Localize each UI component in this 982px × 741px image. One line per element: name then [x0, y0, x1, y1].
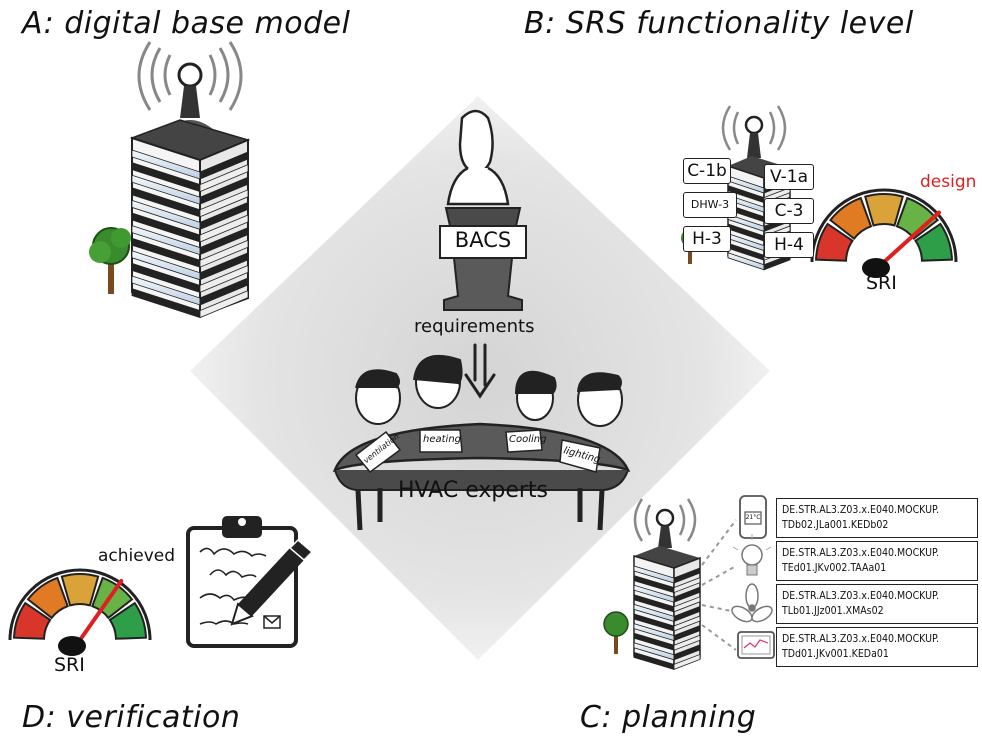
window-band [199, 252, 249, 281]
gauge-segment [895, 196, 939, 241]
tag-v-1a: V-1a [764, 164, 814, 190]
window-band [673, 615, 701, 632]
gauge-segment [914, 222, 953, 262]
gauge-achieved-label: SRI [54, 654, 85, 676]
device-id-line2: TLb01.JJz001.XMAs02 [782, 605, 884, 617]
requirements-label: requirements [414, 316, 535, 337]
window-band [199, 164, 249, 193]
gauge-achieved [8, 568, 152, 656]
expert-heads [355, 355, 623, 427]
window-band [673, 605, 701, 622]
gauge-design [810, 188, 958, 278]
window-band [199, 239, 249, 268]
card-cooling: Cooling [509, 434, 547, 445]
card-heating: heating [423, 434, 462, 445]
window-band [673, 634, 701, 651]
tag-dhw-3: DHW-3 [683, 192, 737, 218]
tag-c-3: C-3 [764, 198, 814, 224]
window-band [199, 176, 249, 205]
device-id-box-2: DE.STR.AL3.Z03.x.E040.MOCKUP. TEd01.JKv0… [776, 541, 978, 581]
thermostat-icon [739, 495, 767, 539]
tree-c [603, 611, 629, 654]
device-id-line2: TDd01.JKv001.KEDa01 [782, 648, 889, 660]
gauge-design-marker: design [920, 172, 977, 192]
window-band [673, 586, 701, 603]
device-id-box-1: DE.STR.AL3.Z03.x.E040.MOCKUP. TDb02.JLa0… [776, 498, 978, 538]
thermostat-display: 21°C [745, 514, 761, 521]
hvac-experts-group [332, 355, 631, 531]
center-diamond [190, 96, 770, 660]
tree-a [89, 227, 131, 294]
device-id-box-4: DE.STR.AL3.Z03.x.E040.MOCKUP. TDd01.JKv0… [776, 627, 978, 667]
device-id-line1: DE.STR.AL3.Z03.x.E040.MOCKUP. [782, 504, 940, 516]
building-a-floors [131, 149, 249, 319]
device-id-line2: TEd01.JKv002.TAAa01 [782, 562, 887, 574]
window-band [673, 596, 701, 613]
gauge-hub [58, 636, 86, 656]
window-band [199, 290, 249, 319]
pen-icon [230, 538, 314, 626]
device-id-line1: DE.STR.AL3.Z03.x.E040.MOCKUP. [782, 633, 940, 645]
panel-d-title: D: verification [22, 700, 241, 735]
device-id-line1: DE.STR.AL3.Z03.x.E040.MOCKUP. [782, 547, 940, 559]
gauge-segment [829, 196, 873, 241]
window-band [763, 254, 791, 271]
window-band [673, 577, 701, 594]
tag-h-3: H-3 [683, 226, 731, 252]
window-band [673, 625, 701, 642]
device-id-line1: DE.STR.AL3.Z03.x.E040.MOCKUP. [782, 590, 940, 602]
fan-icon [731, 583, 773, 623]
gauge-needle [78, 579, 124, 642]
window-band [199, 201, 249, 230]
speaker-podium [439, 109, 527, 399]
gauge-segment [13, 601, 52, 640]
gauge-achieved-marker: achieved [98, 546, 176, 566]
table-cards [354, 429, 601, 474]
window-band [673, 644, 701, 661]
tag-h-4: H-4 [764, 232, 814, 258]
window-band [199, 264, 249, 293]
panel-b-title: B: SRS functionality level [524, 6, 914, 41]
panel-c-title: C: planning [580, 700, 757, 735]
window-band [199, 151, 249, 180]
podium-label: BACS [454, 228, 512, 252]
window-band [199, 214, 249, 243]
light-bulb-icon [732, 534, 772, 576]
panel-a-title: A: digital base model [22, 6, 351, 41]
clipboard-icon [186, 516, 298, 648]
window-band [199, 277, 249, 306]
window-band [673, 567, 701, 584]
building-a [89, 41, 251, 319]
gauge-segment [60, 573, 100, 607]
connector-lines [701, 519, 737, 651]
device-id-line2: TDb02.JLa001.KEDb02 [782, 519, 889, 531]
gauge-hub [862, 258, 890, 278]
window-band [199, 189, 249, 218]
window-band [673, 653, 701, 670]
gauge-segment [26, 576, 69, 620]
window-band [199, 227, 249, 256]
building-c [603, 498, 737, 670]
gauge-segment [108, 601, 147, 640]
device-id-box-3: DE.STR.AL3.Z03.x.E040.MOCKUP. TLb01.JJz0… [776, 584, 978, 624]
gauge-segment [815, 222, 854, 262]
antenna-a [137, 41, 243, 111]
gauge-segment [864, 193, 904, 227]
gauge-design-label: SRI [866, 272, 897, 294]
tag-c-1b: C-1b [683, 158, 731, 184]
hvac-experts-label: HVAC experts [398, 478, 549, 503]
monitor-icon [737, 631, 775, 659]
gauge-needle [882, 210, 941, 264]
